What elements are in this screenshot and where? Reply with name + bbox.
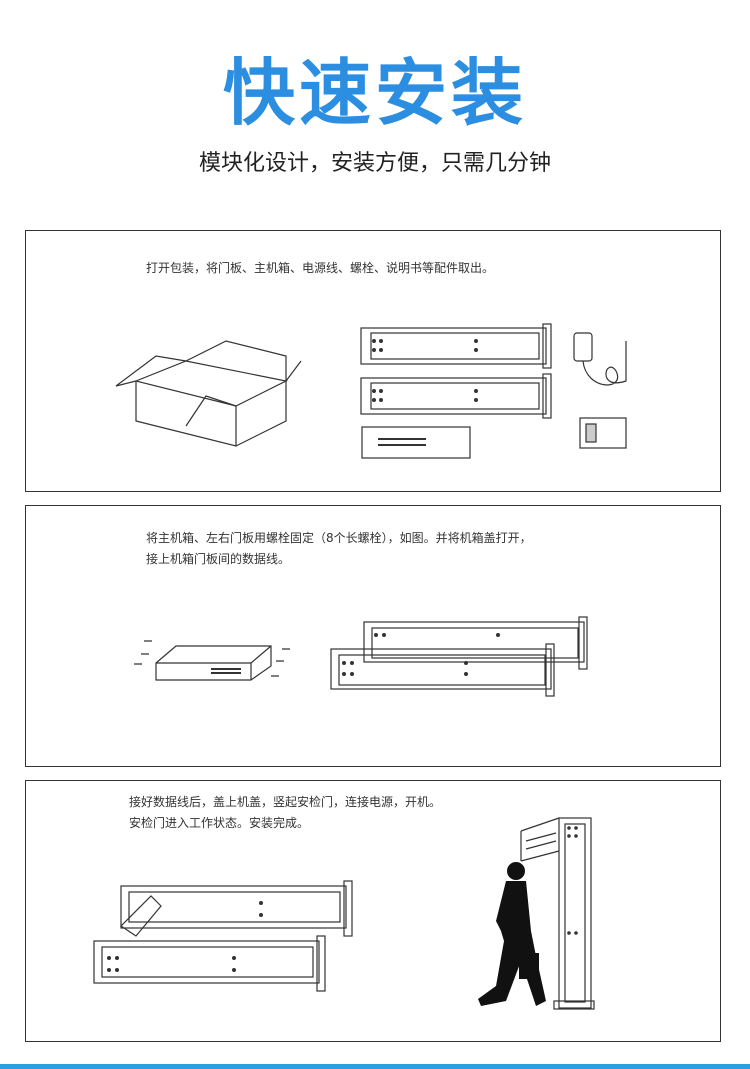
final-installation-illustration	[93, 817, 595, 1010]
page-subtitle: 模块化设计，安装方便，只需几分钟	[198, 151, 551, 176]
door-panel-icon	[360, 323, 552, 459]
step-2-panel: 将主机箱、左右门板用螺栓固定（8个长螺栓），如图。并将机箱盖打开， 接上机箱门板…	[25, 505, 721, 767]
page-title: 快速安装	[222, 51, 527, 135]
bottom-accent-bar	[0, 1064, 750, 1069]
assembly-illustration	[134, 616, 588, 697]
step-3-text-line-2: 安检门进入工作状态。安装完成。	[129, 816, 310, 830]
step-2-text-line-1: 将主机箱、左右门板用螺栓固定（8个长螺栓），如图。并将机箱盖打开，	[146, 531, 532, 545]
walking-person-icon	[478, 862, 546, 1006]
security-gate-icon	[520, 817, 595, 1010]
bolt-dots	[342, 633, 500, 676]
assembled-doors-icon	[330, 616, 588, 697]
closed-doors-icon	[93, 880, 353, 992]
step-3-panel: 接好数据线后，盖上机盖，竖起安检门，连接电源，开机。 安检门进入工作状态。安装完…	[25, 780, 721, 1042]
power-adapter-icon	[573, 332, 627, 449]
bolt-dots	[107, 901, 263, 972]
bolt-dots	[372, 339, 478, 402]
gate-dots	[567, 826, 578, 935]
unboxing-illustration	[115, 323, 627, 459]
step-2-text-line-2: 接上机箱门板间的数据线。	[146, 552, 291, 566]
step-3-text-line-1: 接好数据线后，盖上机盖，竖起安检门，连接电源，开机。	[129, 795, 442, 809]
step-1-panel: 打开包装，将门板、主机箱、电源线、螺栓、说明书等配件取出。	[25, 230, 721, 492]
step-1-text: 打开包装，将门板、主机箱、电源线、螺栓、说明书等配件取出。	[146, 261, 495, 275]
open-box-icon	[115, 340, 302, 447]
main-unit-icon	[134, 640, 290, 681]
